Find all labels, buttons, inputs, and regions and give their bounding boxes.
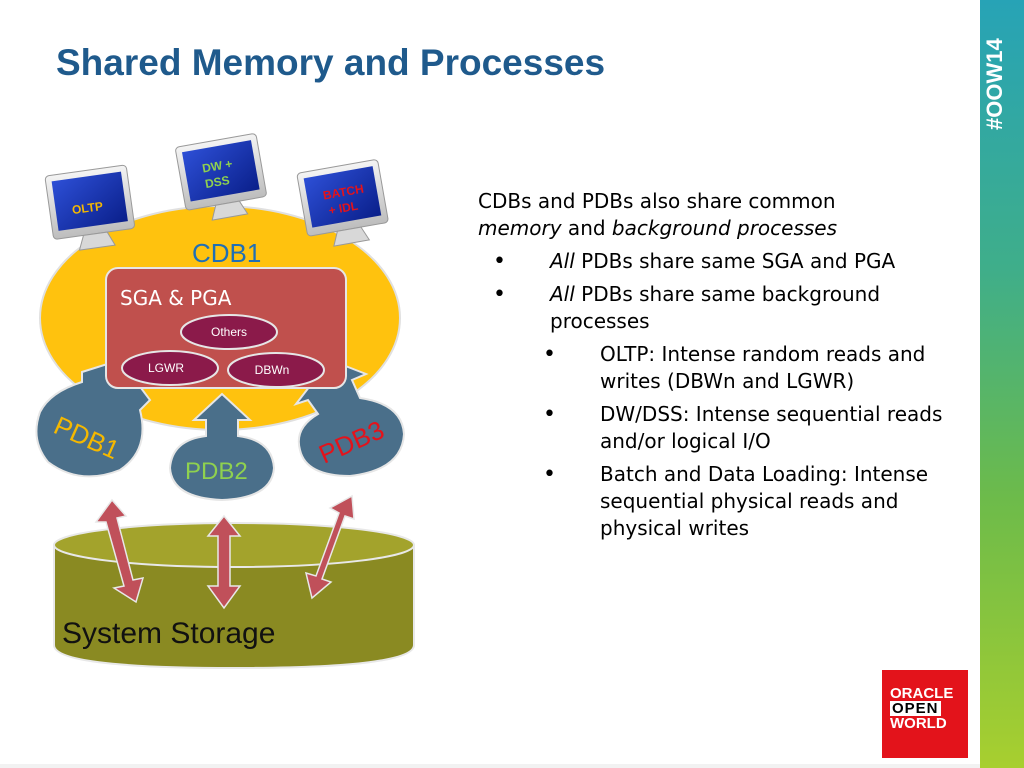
side-bar: #OOW14 [980,0,1024,768]
storage-arrow-3 [304,494,355,600]
monitor-batch-idl-label-2: + IDL [327,199,359,218]
logo-line-oracle: ORACLE [890,685,954,702]
bullet-icon: • [543,462,556,487]
intro-memory: memory [478,216,562,240]
bullet-icon: • [543,402,556,427]
bullet-item-l1: • All PDBs share same SGA and PGA [493,248,958,275]
footer-divider [0,764,980,768]
oracle-openworld-logo: ORACLE OPEN WORLD [882,670,968,758]
bullet-item-l1: • All PDBs share same background process… [493,281,958,335]
monitor-dw-dss-label-2: DSS [204,173,231,191]
bullet-item-l2: • Batch and Data Loading: Intense sequen… [543,461,950,542]
cdb-label: CDB1 [192,238,261,268]
pdb2-label: PDB2 [185,458,248,485]
bullet-text: Batch and Data Loading: Intense sequenti… [600,462,929,540]
storage-arrow-2 [206,514,242,610]
logo-line-open: OPEN [890,700,941,717]
bullet-icon: • [493,282,506,307]
logo-line-world: WORLD [890,715,947,732]
pdb2-cloud [168,392,276,502]
intro-background-processes: background processes [611,216,838,240]
bullet-text: OLTP: Intense random reads and writes (D… [600,342,926,393]
intro-line-1: CDBs and PDBs also share common [478,189,836,213]
bullet-item-l2: • OLTP: Intense random reads and writes … [543,341,950,395]
monitor-dw-dss-icon [175,133,267,221]
hashtag-label: #OOW14 [982,38,1007,130]
monitor-dw-dss-label-1: DW + [201,157,233,176]
bullet-text: DW/DSS: Intense sequential reads and/or … [600,402,943,453]
process-others-label: Others [211,325,247,339]
monitor-oltp-label: OLTP [71,199,104,217]
storage-arrow-1 [94,498,145,604]
bullet-icon: • [493,249,506,274]
sga-pga-label: SGA & PGA [120,286,232,310]
process-lgwr [121,350,219,386]
monitor-batch-idl-icon [296,159,389,247]
bullet-emphasis: All [550,249,575,273]
architecture-diagram: System Storage CDB1 PDB1 PDB2 PDB3 SGA &… [35,133,415,670]
storage-label: System Storage [62,617,275,650]
bullet-item-l2: • DW/DSS: Intense sequential reads and/o… [543,401,950,455]
body-text: CDBs and PDBs also share common memory a… [478,188,958,542]
intro-paragraph: CDBs and PDBs also share common memory a… [478,188,958,242]
process-others [180,314,278,350]
process-lgwr-label: LGWR [148,361,184,375]
bullet-emphasis: All [550,282,575,306]
bullet-icon: • [543,342,556,367]
bullet-text: PDBs share same background processes [550,282,881,333]
bullet-text: PDBs share same SGA and PGA [574,249,896,273]
process-dbwn-label: DBWn [255,363,290,377]
slide-title: Shared Memory and Processes [56,42,606,83]
pdb1-cloud [35,358,152,478]
intro-and: and [561,216,612,240]
system-storage-cylinder [53,522,415,670]
monitor-oltp-icon [44,164,135,251]
process-dbwn [227,352,325,388]
